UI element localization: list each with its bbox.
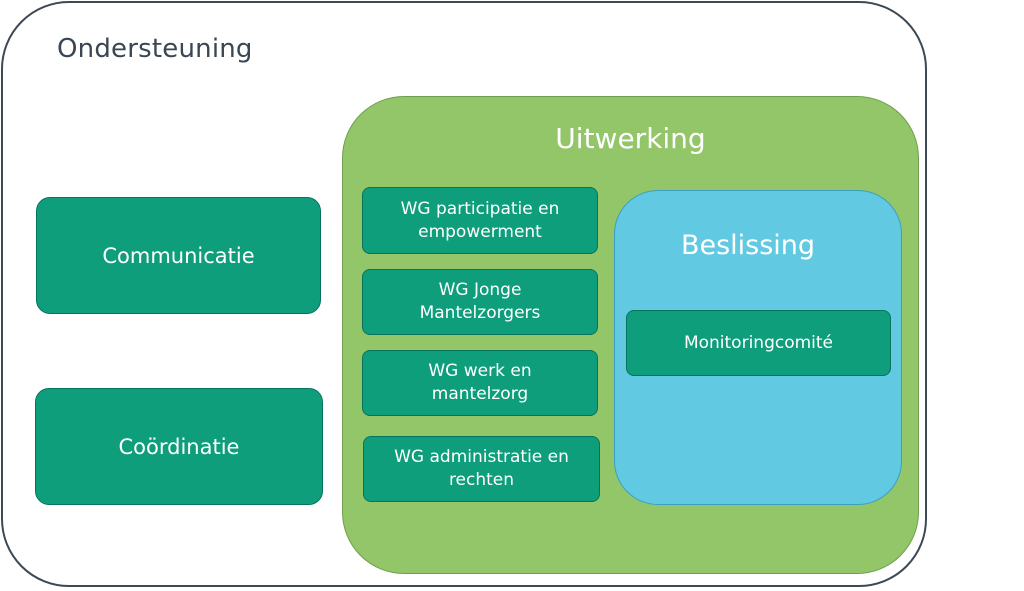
working-group-label-line1: WG participatie en: [400, 198, 560, 219]
working-group-box: WG participatie en empowerment: [362, 187, 598, 254]
working-group-box: WG Jonge Mantelzorgers: [362, 269, 598, 335]
monitoring-committee-box: Monitoringcomité: [626, 310, 891, 376]
working-group-label-line1: WG Jonge: [438, 280, 522, 300]
working-group-label-line2: Mantelzorgers: [419, 303, 541, 323]
communication-label: Communicatie: [102, 243, 255, 268]
communication-box: Communicatie: [36, 197, 321, 314]
working-group-label-line1: WG administratie en: [394, 447, 569, 467]
working-group-label-line2: empowerment: [418, 221, 542, 242]
working-group-label-line2: mantelzorg: [431, 384, 529, 404]
working-group-box: WG werk en mantelzorg: [362, 350, 598, 416]
elaboration-title: Uitwerking: [555, 122, 706, 155]
monitoring-committee-label: Monitoringcomité: [683, 332, 834, 353]
decision-title: Beslissing: [680, 230, 816, 261]
coordination-box: Coördinatie: [35, 388, 323, 505]
working-group-box: WG administratie en rechten: [363, 436, 600, 502]
coordination-label: Coördinatie: [118, 434, 240, 459]
working-group-label-line1: WG werk en: [428, 361, 532, 381]
working-group-label-line2: rechten: [448, 470, 515, 490]
support-title: Ondersteuning: [57, 34, 253, 64]
